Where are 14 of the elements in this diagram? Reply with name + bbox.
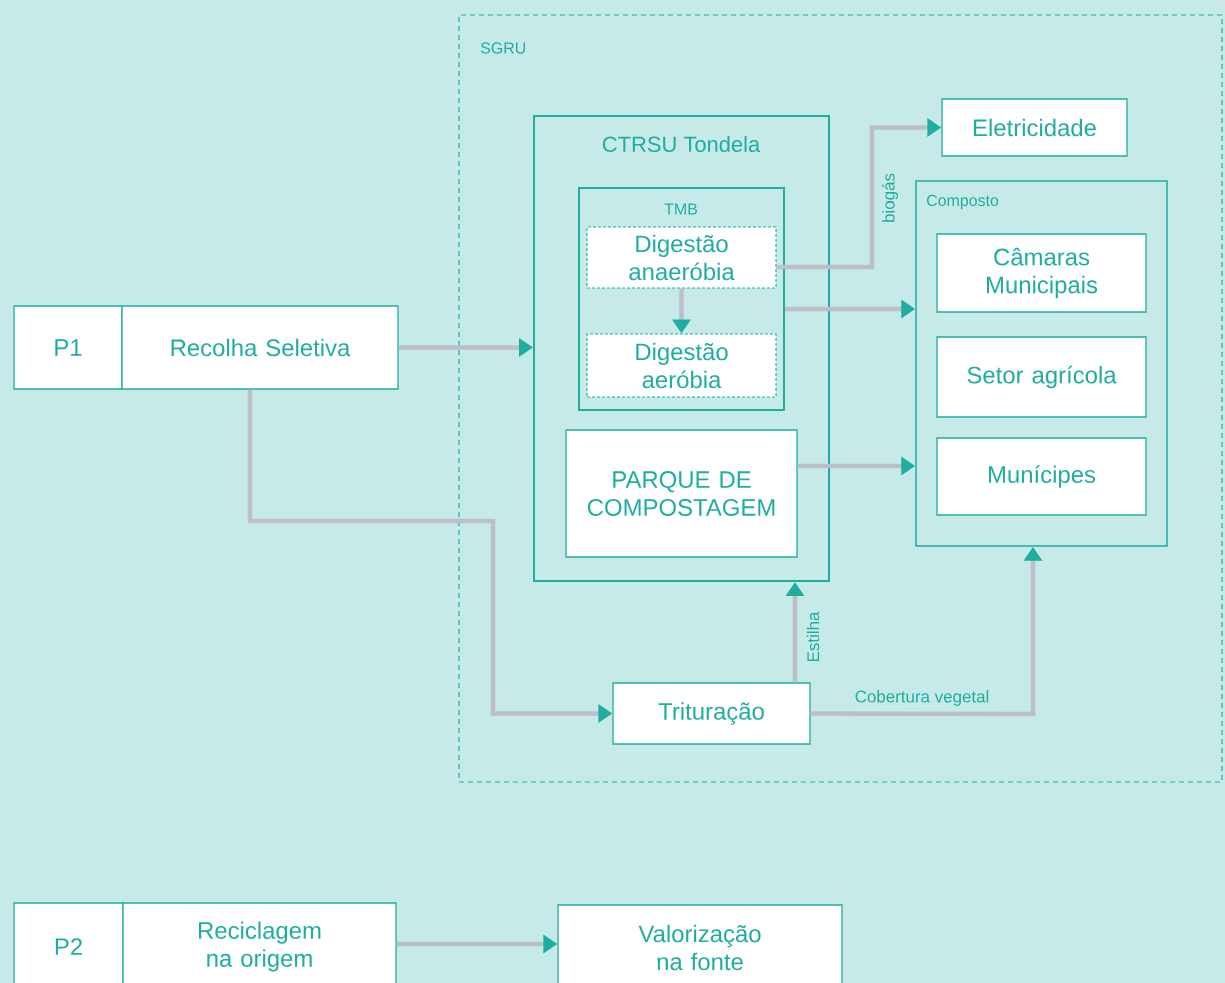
edge-label: Cobertura vegetal (855, 690, 989, 706)
edge-label: biogás (882, 173, 898, 222)
process-box: P1 (13, 305, 123, 390)
process-box: Trituração (612, 682, 811, 745)
edge-label: Estilha (806, 611, 820, 662)
destination-box: Munícipes (936, 437, 1147, 516)
process-box: PARQUE DE COMPOSTAGEM (565, 429, 798, 558)
destination-box: Setor agrícola (936, 336, 1147, 418)
process-box: P2 (13, 902, 124, 983)
destination-box: Câmaras Municipais (936, 233, 1147, 313)
output-box: Eletricidade (941, 98, 1128, 157)
process-box: Digestão anaeróbia (586, 226, 777, 289)
process-box: Digestão aeróbia (586, 333, 777, 398)
output-box: Valorização na fonte (557, 904, 843, 983)
